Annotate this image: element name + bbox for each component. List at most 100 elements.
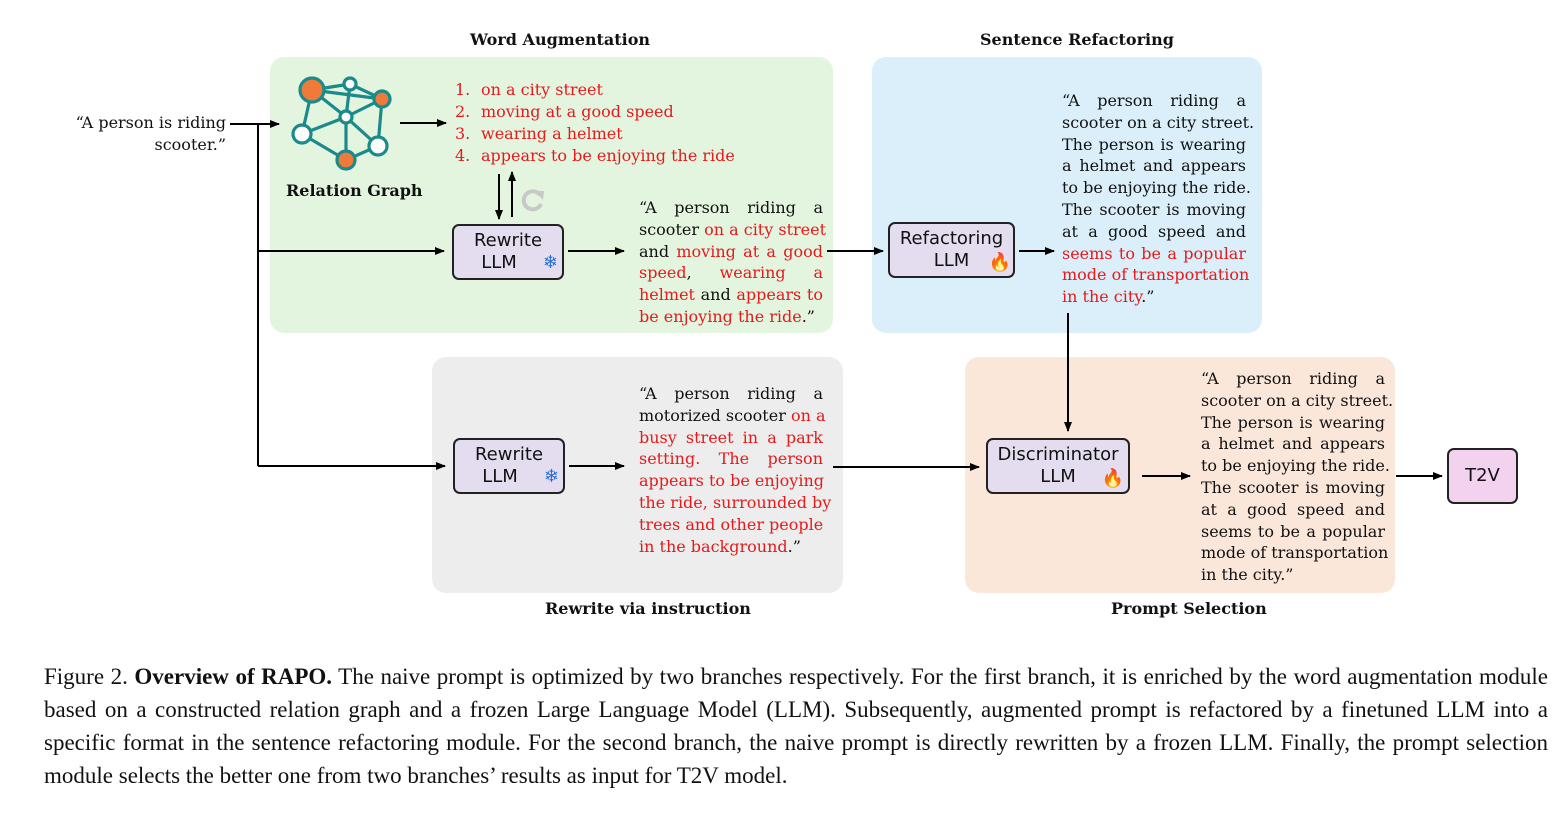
text-line: The person is wearing: [1201, 412, 1385, 434]
text-line: the ride, surrounded by: [639, 492, 831, 514]
discriminator-llm-box[interactable]: Discriminator LLM 🔥: [986, 438, 1130, 494]
text-line: seems to be a popular: [1201, 521, 1385, 543]
text-line: in the background.”: [639, 536, 823, 558]
plain-text: in the city.”: [1201, 565, 1294, 585]
caption-text: The naive prompt is optimized by two bra…: [44, 664, 1549, 788]
fire-icon: 🔥: [988, 252, 1011, 273]
plain-text: “A person riding a: [1201, 369, 1385, 388]
text-line: trees and other people: [639, 514, 823, 536]
text-line: “A person riding a: [639, 197, 823, 219]
highlighted-text: moving at a good: [676, 241, 823, 261]
list-number: 2.: [455, 102, 471, 121]
figure-caption: Figure 2. Overview of RAPO. The naive pr…: [44, 660, 1548, 792]
list-item: 2.moving at a good speed: [455, 101, 735, 123]
plain-text: “A person riding a: [639, 198, 823, 217]
list-number: 1.: [455, 80, 471, 99]
plain-text: to be enjoying the ride.: [1062, 178, 1251, 198]
plain-text: The scooter is moving: [1062, 199, 1246, 219]
highlighted-text: wearing a: [719, 263, 824, 283]
word-augmentation-title: Word Augmentation: [470, 30, 651, 49]
text-line: “A person riding a: [1201, 368, 1385, 390]
text-line: motorized scooter on a: [639, 405, 826, 427]
relation-graph-label: Relation Graph: [286, 181, 423, 200]
list-text: appears to be enjoying the ride: [481, 146, 735, 165]
rewrite2-output-text: “A person riding a motorized scooter on a…: [639, 383, 831, 558]
refactoring-llm-box[interactable]: Refactoring LLM 🔥: [888, 222, 1015, 278]
highlighted-text: seems to be a popular: [1062, 243, 1246, 263]
highlighted-text: on a city street: [704, 219, 827, 239]
text-line: in the city.”: [1201, 564, 1385, 586]
box-label-line: LLM: [933, 250, 970, 271]
text-line: scooter on a city street.: [1201, 390, 1393, 412]
rewrite-instruction-title: Rewrite via instruction: [545, 599, 751, 618]
highlighted-text: on a: [790, 405, 826, 425]
text-line: seems to be a popular: [1062, 243, 1246, 265]
text-line: appears to be enjoying: [639, 470, 824, 492]
highlighted-text: speed: [639, 263, 687, 283]
plain-text: “A person riding a: [639, 384, 823, 403]
highlighted-text: mode of transportation: [1062, 265, 1250, 285]
plain-text: motorized scooter: [639, 405, 791, 425]
text-line: The scooter is moving: [1062, 199, 1246, 221]
prompt-selection-title: Prompt Selection: [1111, 599, 1267, 618]
highlighted-text: in the background: [639, 536, 788, 556]
list-text: wearing a helmet: [481, 124, 623, 143]
plain-text: at a good speed and: [1062, 221, 1246, 241]
snowflake-icon: ❄: [542, 252, 558, 273]
word-augmentation-panel: [270, 57, 833, 333]
text-line: mode of transportation: [1062, 264, 1250, 286]
rewrite-llm-box-2[interactable]: Rewrite LLM ❄: [453, 438, 565, 494]
plain-text: a helmet and appears: [1201, 434, 1385, 454]
plain-text: to be enjoying the ride.: [1201, 456, 1390, 476]
refresh-icon: [521, 189, 544, 212]
fire-icon: 🔥: [1101, 468, 1124, 489]
list-text: on a city street: [481, 80, 603, 99]
text-line: “A person riding a: [639, 383, 823, 405]
box-label-line: LLM: [1040, 466, 1076, 487]
plain-text: .”: [801, 306, 815, 326]
highlighted-text: appears to: [736, 285, 823, 305]
box-label-line: LLM: [481, 252, 517, 273]
plain-text: The scooter is moving: [1201, 477, 1385, 497]
text-line: a helmet and appears: [1062, 155, 1246, 177]
plain-text: and: [694, 285, 737, 305]
text-line: mode of transportation: [1201, 542, 1388, 564]
plain-text: scooter on a city street.: [1062, 112, 1255, 132]
plain-text: .”: [787, 536, 801, 556]
t2v-box[interactable]: T2V: [1447, 448, 1518, 504]
text-line: scooter on a city street: [639, 219, 827, 241]
highlighted-text: the ride, surrounded by: [639, 492, 832, 512]
box-label-line: Refactoring: [899, 228, 1004, 249]
list-number: 3.: [455, 124, 471, 143]
box-label-line: Rewrite: [473, 230, 543, 251]
text-line: be enjoying the ride.”: [639, 306, 823, 328]
list-number: 4.: [455, 146, 471, 165]
plain-text: seems to be a popular: [1201, 521, 1385, 541]
rewrite1-output-text: “A person riding a scooter on a city stre…: [639, 197, 827, 328]
list-item: 3. wearing a helmet: [455, 123, 735, 145]
text-line: scooter on a city street.: [1062, 112, 1254, 134]
text-line: at a good speed and: [1062, 221, 1246, 243]
rewrite-llm-box-1[interactable]: Rewrite LLM ❄: [452, 224, 564, 280]
text-line: The person is wearing: [1062, 134, 1246, 156]
highlighted-text: appears to be enjoying: [639, 471, 824, 491]
selected-output-text: “A person riding a scooter on a city stre…: [1201, 368, 1393, 586]
highlighted-text: in the city: [1062, 287, 1142, 307]
text-line: at a good speed and: [1201, 499, 1385, 521]
text-line: helmet and appears to: [639, 284, 823, 306]
caption-title: Overview of RAPO.: [134, 664, 333, 689]
input-prompt: “A person is riding scooter.”: [75, 113, 226, 154]
box-label-line: LLM: [482, 466, 518, 487]
sentence-refactoring-title: Sentence Refactoring: [980, 30, 1174, 49]
text-line: “A person riding a: [1062, 90, 1246, 112]
plain-text: and: [639, 241, 677, 261]
text-line: a helmet and appears: [1201, 433, 1385, 455]
plain-text: scooter on a city street.: [1201, 390, 1394, 410]
plain-text: scooter: [639, 219, 705, 239]
text-line: The scooter is moving: [1201, 477, 1385, 499]
list-item: 4. appears to be enjoying the ride: [455, 145, 735, 167]
plain-text: ,: [686, 263, 720, 283]
graph-network-icon: [291, 76, 392, 171]
